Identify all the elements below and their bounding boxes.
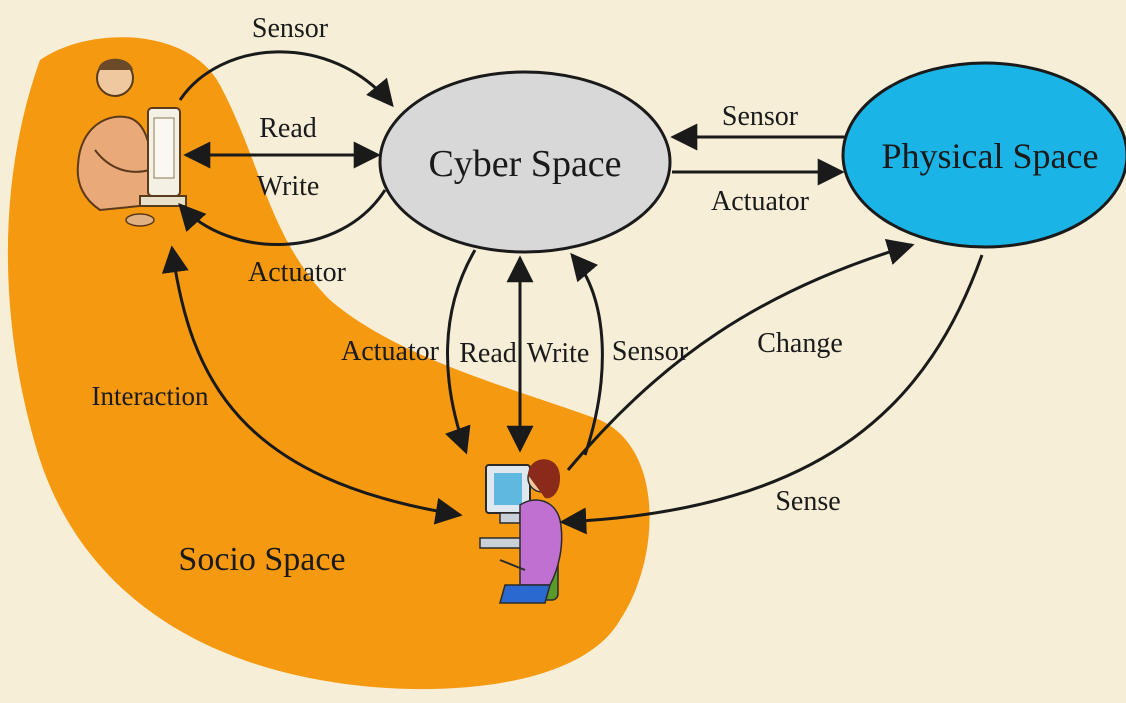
label-top-actuator: Actuator bbox=[248, 257, 347, 288]
label-mid-actuator: Actuator bbox=[341, 336, 440, 367]
arrow-top-sensor bbox=[178, 50, 394, 108]
arrow-change bbox=[566, 238, 915, 471]
label-sense: Sense bbox=[775, 486, 840, 517]
label-top-sensor: Sensor bbox=[252, 13, 329, 44]
woman-at-computer-icon bbox=[479, 459, 563, 604]
label-cp-sensor: Sensor bbox=[722, 101, 799, 132]
label-interaction: Interaction bbox=[92, 381, 209, 411]
label-change: Change bbox=[757, 328, 843, 359]
arrow-top-actuator bbox=[178, 189, 387, 247]
label-mid-read: Read bbox=[459, 338, 517, 369]
physical-space-label: Physical Space bbox=[882, 136, 1099, 176]
socio-space-label: Socio Space bbox=[178, 541, 345, 578]
physical-space-node bbox=[841, 61, 1126, 249]
label-mid-sensor: Sensor bbox=[612, 336, 689, 367]
label-cp-actuator: Actuator bbox=[711, 186, 810, 217]
label-top-read: Read bbox=[259, 113, 317, 144]
cyber-space-label: Cyber Space bbox=[428, 143, 621, 185]
arrow-sense bbox=[559, 254, 984, 535]
man-at-computer-icon bbox=[76, 58, 187, 227]
label-mid-write: Write bbox=[527, 338, 590, 369]
label-top-write: Write bbox=[257, 171, 320, 202]
arrow-interaction bbox=[161, 245, 463, 525]
arrow-mid-sensor bbox=[570, 252, 604, 456]
